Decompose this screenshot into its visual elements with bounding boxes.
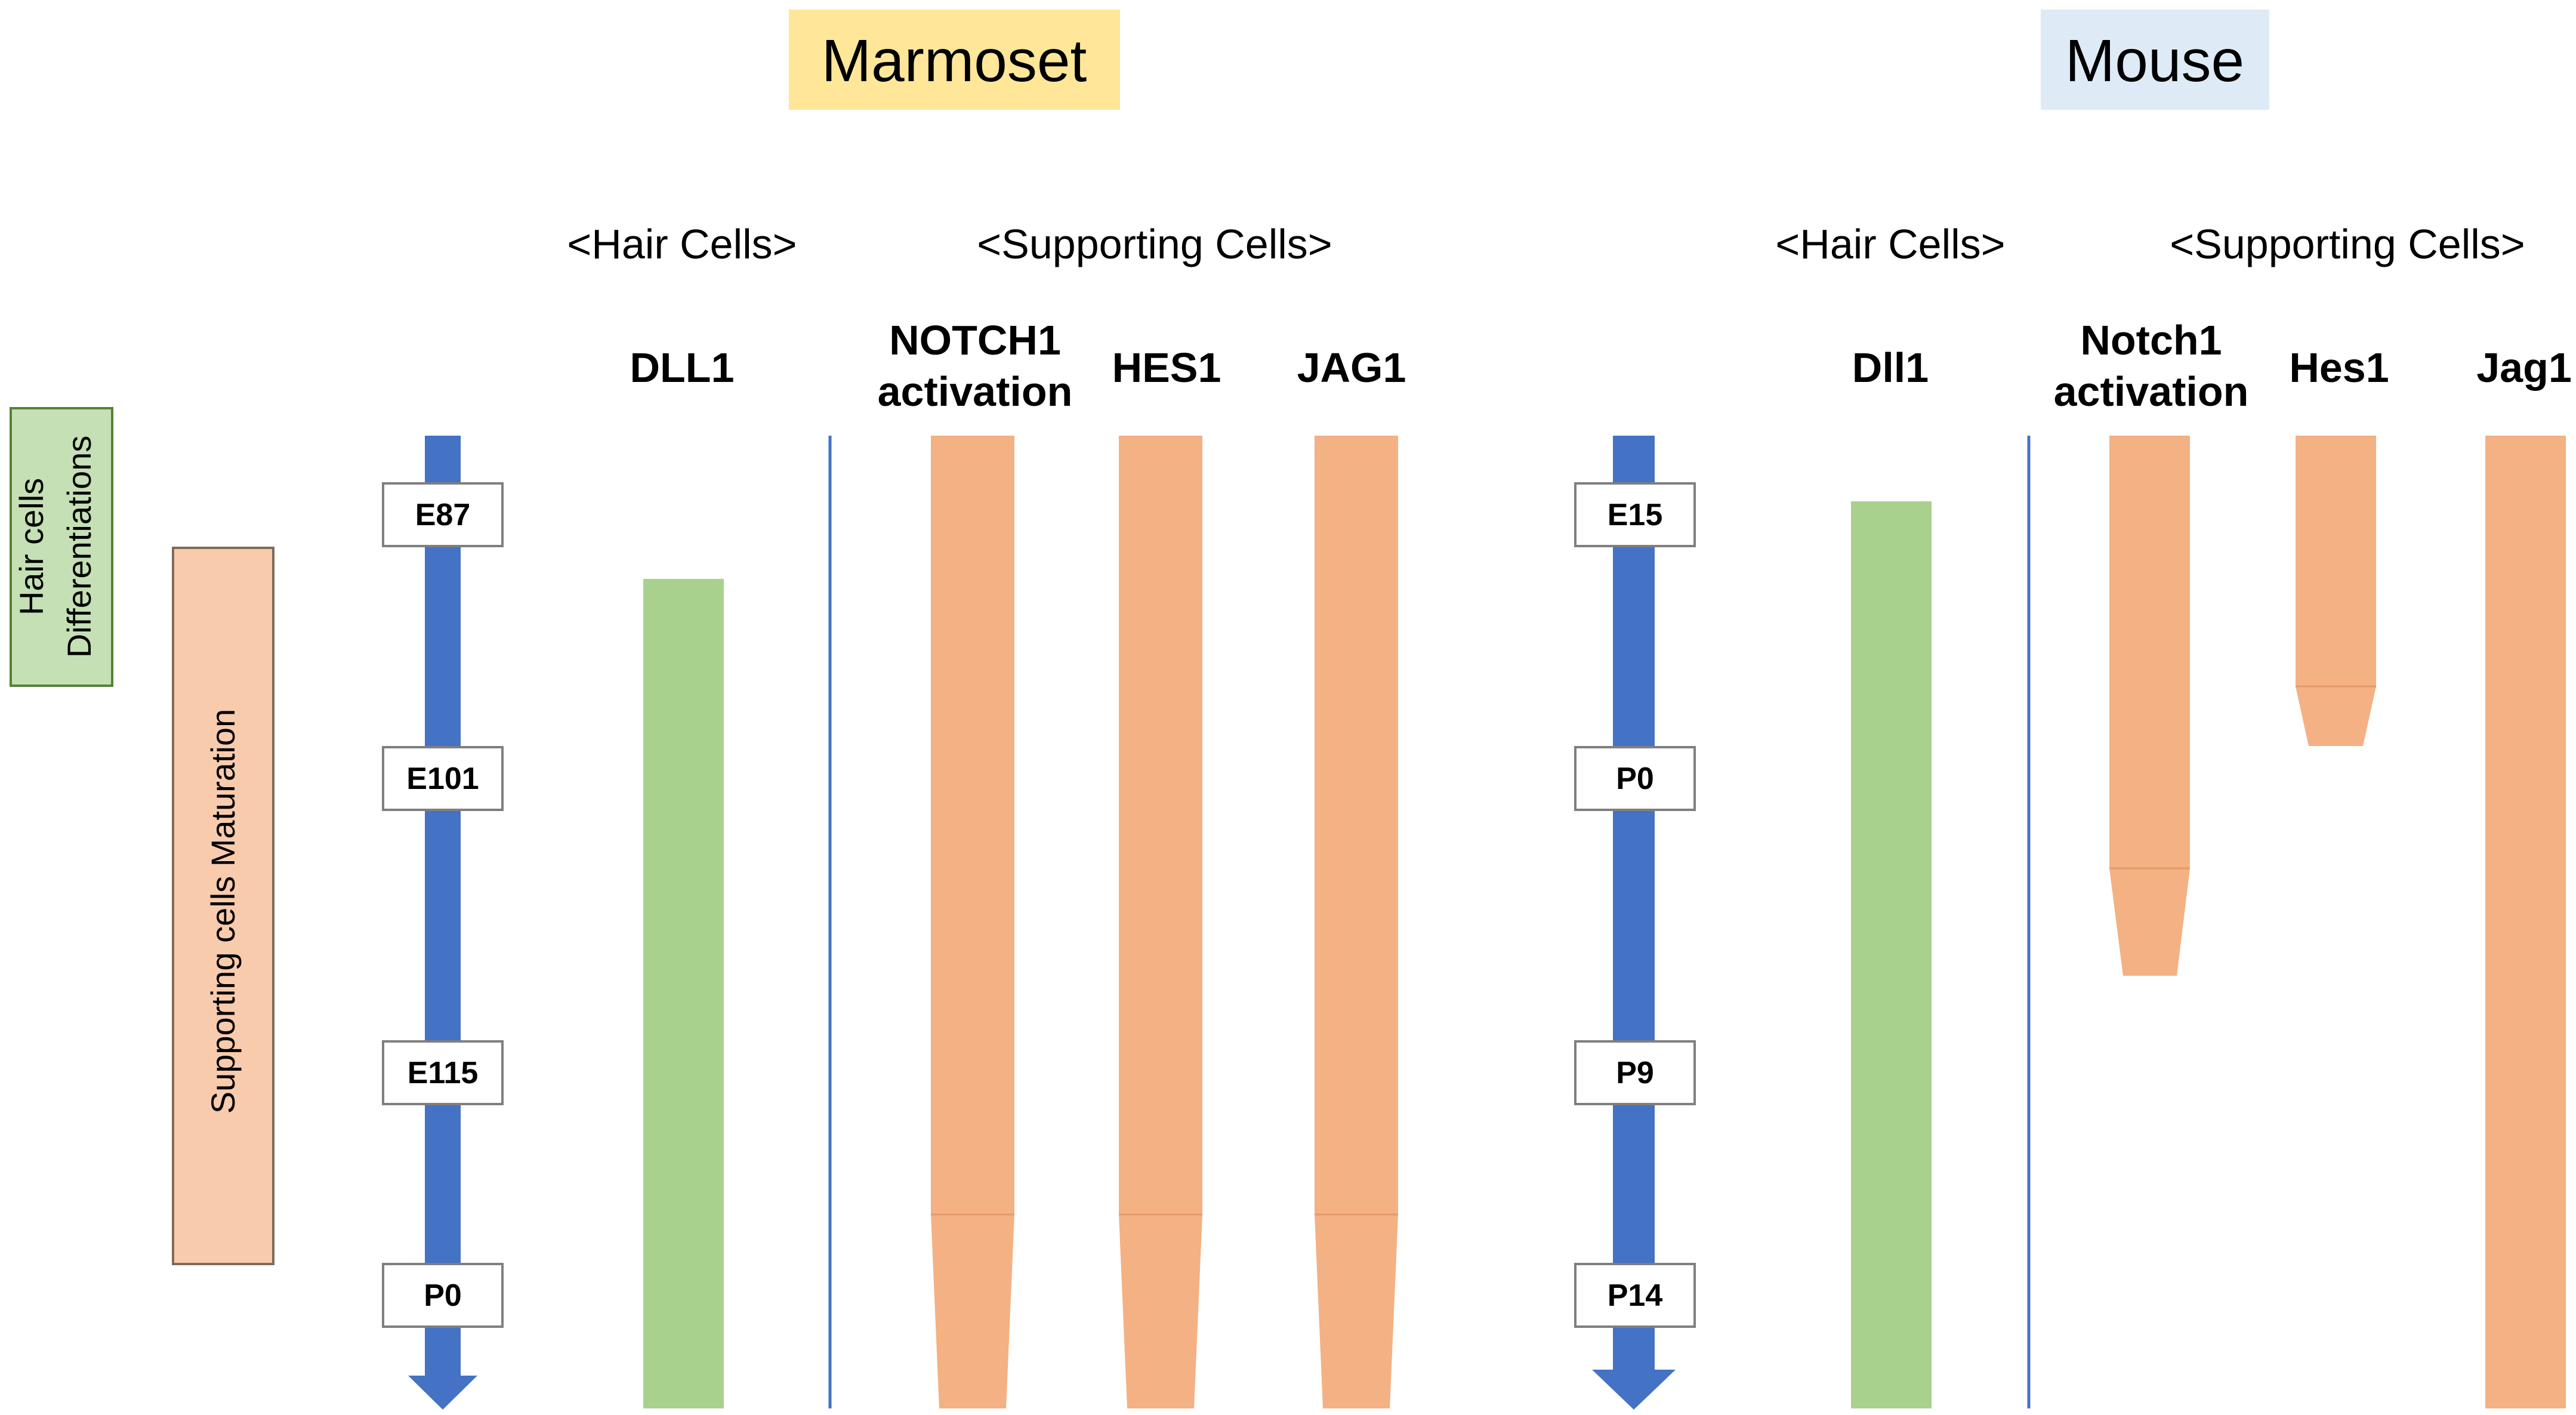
mouse-jag1-bar — [2485, 436, 2566, 1408]
marmoset-supporting-cells-header: <Supporting Cells> — [977, 221, 1332, 267]
mouse-dll1-bar — [1851, 501, 1932, 1408]
marmoset-title-box — [789, 10, 1120, 110]
marmoset-timepoint-2: E115 — [382, 1040, 504, 1105]
marmoset-notch1-label-line2: activation — [878, 368, 1073, 415]
svg-text:P14: P14 — [1608, 1278, 1663, 1313]
supporting-cells-maturation-box — [172, 547, 274, 1265]
marmoset-timepoint-0: E87 — [382, 482, 504, 547]
hair-cells-differentiation-box — [10, 407, 113, 687]
svg-text:P0: P0 — [1616, 762, 1654, 796]
marmoset-timepoint-1: E101 — [382, 746, 504, 811]
svg-text:P9: P9 — [1616, 1056, 1654, 1090]
marmoset-hes1-bar — [1119, 436, 1202, 1408]
hair-cells-differentiation-label-line2: Differentiations — [60, 436, 98, 658]
marmoset-hair-cells-header: <Hair Cells> — [567, 221, 797, 267]
mouse-supporting-cells-header: <Supporting Cells> — [2170, 221, 2525, 267]
mouse-title-box — [2041, 10, 2269, 110]
marmoset-title: Marmoset — [822, 27, 1087, 94]
mouse-timeline-arrow — [1592, 436, 1676, 1410]
marmoset-jag1-bar — [1315, 436, 1398, 1408]
mouse-hes1-label: Hes1 — [2289, 344, 2389, 391]
mouse-timepoint-0: E15 — [1574, 482, 1696, 547]
mouse-notch1-label-line1: Notch1 — [2080, 317, 2222, 363]
marmoset-notch1-bar — [931, 436, 1014, 1408]
marmoset-timepoint-3: P0 — [382, 1263, 504, 1328]
marmoset-dll1-bar — [643, 579, 724, 1408]
mouse-notch1-bar — [2109, 436, 2190, 976]
mouse-title: Mouse — [2065, 27, 2244, 94]
svg-text:P0: P0 — [424, 1278, 462, 1313]
mouse-jag1-label: Jag1 — [2476, 344, 2572, 391]
marmoset-dll1-label: DLL1 — [630, 344, 735, 391]
svg-text:E101: E101 — [406, 762, 479, 796]
mouse-dll1-label: Dll1 — [1852, 344, 1929, 391]
marmoset-notch1-label-line1: NOTCH1 — [889, 317, 1061, 363]
mouse-hair-cells-header: <Hair Cells> — [1775, 221, 2005, 267]
svg-text:E15: E15 — [1608, 498, 1663, 532]
mouse-notch1-label-line2: activation — [2054, 368, 2249, 415]
supporting-cells-maturation-label: Supporting cells Maturation — [204, 709, 242, 1114]
mouse-timepoint-2: P9 — [1574, 1040, 1696, 1105]
mouse-timepoint-1: P0 — [1574, 746, 1696, 811]
marmoset-jag1-label: JAG1 — [1297, 344, 1406, 391]
svg-text:E87: E87 — [415, 498, 471, 532]
mouse-timepoint-3: P14 — [1574, 1263, 1696, 1328]
hair-cells-differentiation-label-line1: Hair cells — [13, 478, 50, 615]
marmoset-hes1-label: HES1 — [1112, 344, 1221, 391]
marmoset-timeline-arrow — [408, 436, 477, 1410]
mouse-hes1-bar — [2296, 436, 2376, 746]
svg-text:E115: E115 — [408, 1056, 479, 1090]
